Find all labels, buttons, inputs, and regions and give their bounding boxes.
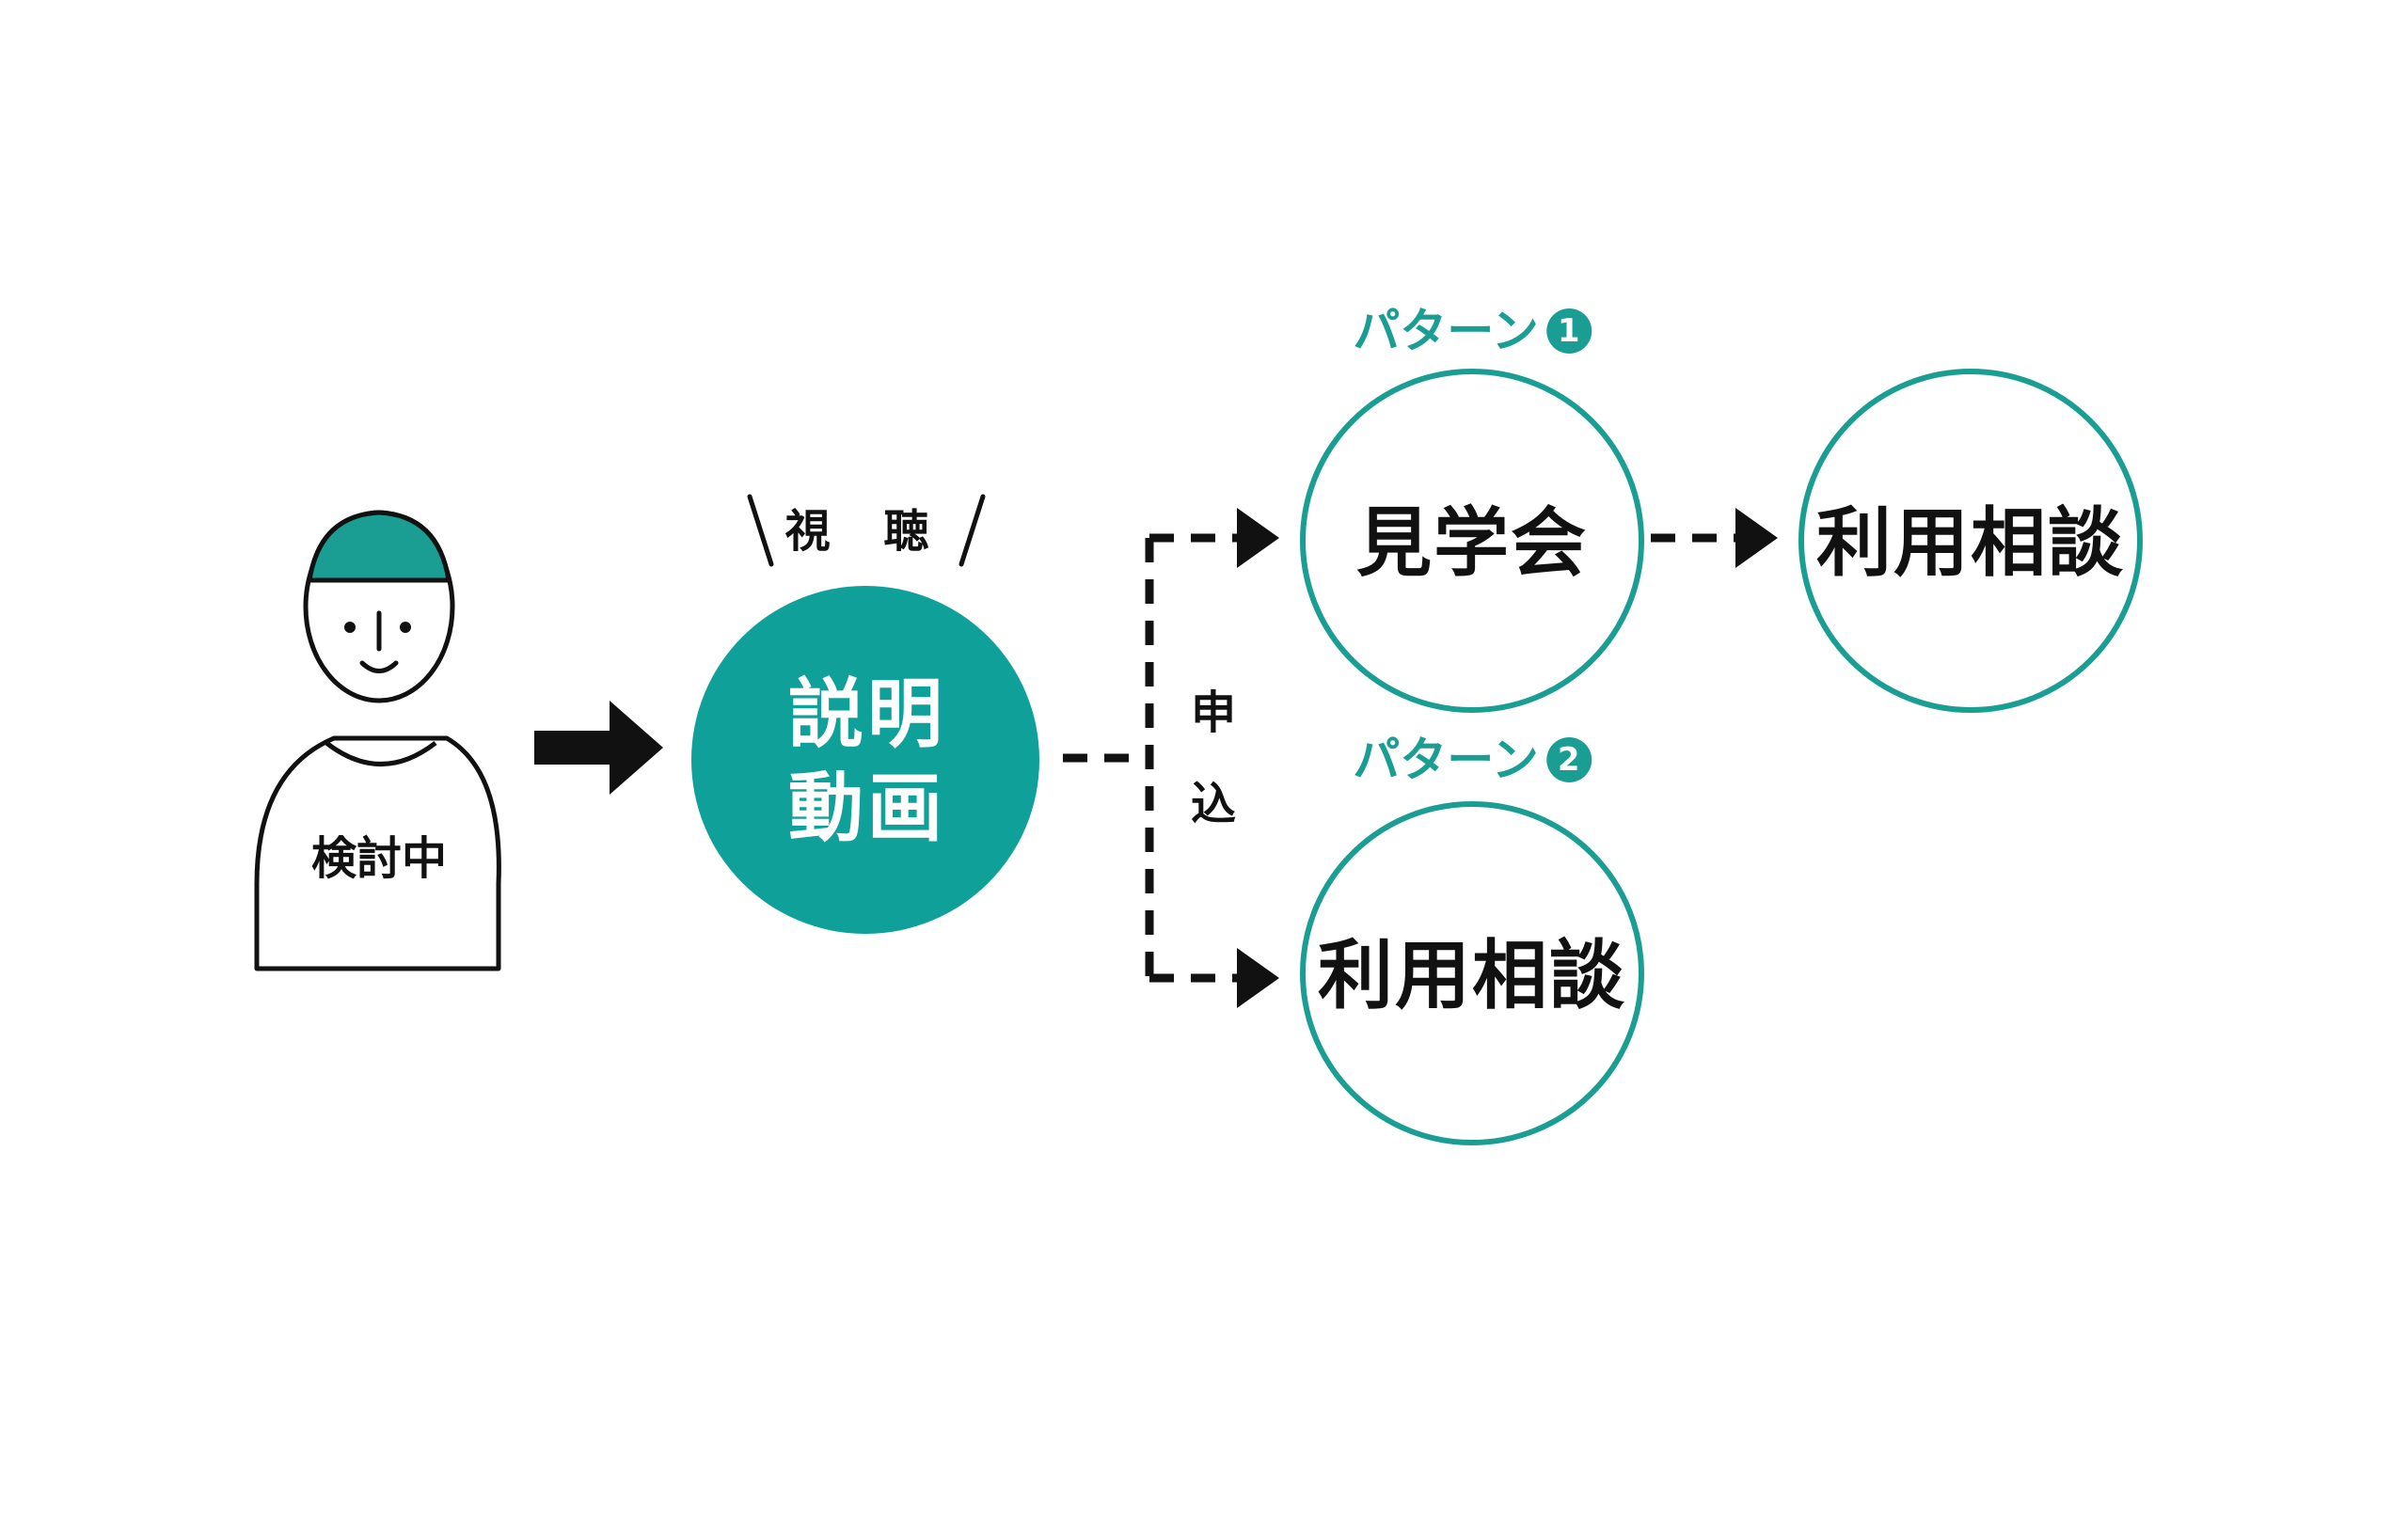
- video-title-line1: 説明: [788, 671, 946, 758]
- pattern1-step2-label: 利用相談: [1816, 499, 2125, 587]
- person-shirt-text: 検討中: [310, 832, 448, 885]
- person-body: [254, 735, 501, 971]
- arrowhead-pattern2: [1237, 948, 1279, 1008]
- pattern1-number-badge: 1: [1545, 308, 1592, 354]
- branch-label-char2: 込: [1190, 778, 1237, 830]
- pattern2-step1-circle: [1300, 801, 1644, 1145]
- pattern2-number-badge: 2: [1545, 737, 1592, 782]
- pattern1-step2-circle: [1798, 369, 2143, 713]
- person-left-eye: [344, 622, 356, 633]
- pattern1-step1-label: 見学会: [1356, 499, 1588, 587]
- emphasis-slash-right: [958, 494, 986, 567]
- video-caption: 視 聴: [784, 505, 948, 558]
- arrowhead-pattern1-step: [1735, 508, 1778, 568]
- video-title-line2: 動画: [788, 765, 946, 852]
- emphasis-slash-left: [747, 494, 774, 567]
- video-circle: [691, 586, 1039, 934]
- person-collar: [325, 741, 437, 766]
- person-right-eye: [400, 622, 411, 633]
- pattern2-heading: パターン 2: [1353, 736, 1592, 783]
- branch-label-char1: 申: [1190, 686, 1237, 739]
- pattern1-heading: パターン 1: [1353, 308, 1592, 355]
- arrowhead-pattern1: [1237, 508, 1279, 568]
- pattern2-step1-label: 利用相談: [1318, 932, 1626, 1019]
- person-figure: [254, 510, 501, 971]
- dashed-connectors: [1063, 533, 1735, 983]
- pattern1-title: パターン: [1353, 304, 1539, 358]
- pattern1-step1-circle: [1300, 369, 1644, 713]
- solid-arrow: [534, 701, 663, 795]
- person-cap: [307, 510, 452, 583]
- pattern2-title: パターン: [1353, 733, 1539, 787]
- person-smile: [359, 660, 399, 673]
